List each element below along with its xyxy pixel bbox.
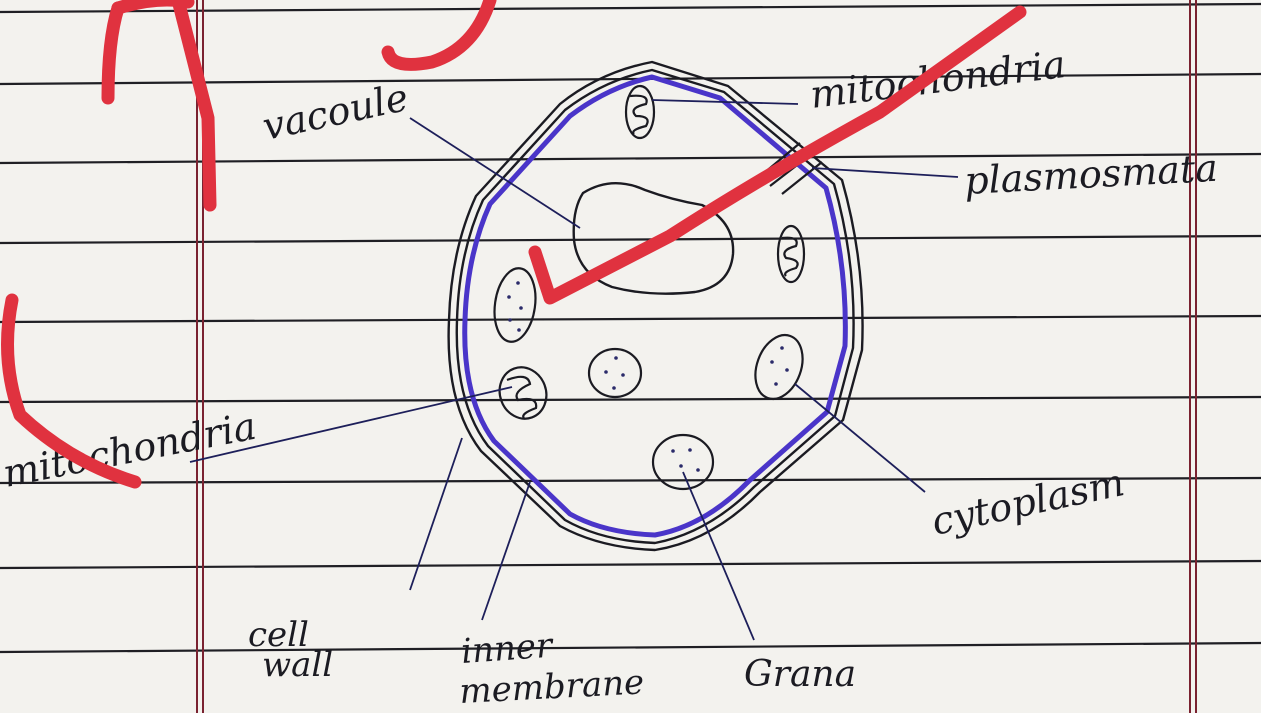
label-inner-membrane-line1: inner: [460, 626, 555, 672]
granum-dot: [604, 370, 608, 374]
granum-dot: [696, 468, 700, 472]
granum-dot: [774, 382, 778, 386]
granum-dot: [517, 328, 521, 332]
granum-dot: [770, 360, 774, 364]
granum-dot: [516, 281, 520, 285]
granum-dot: [612, 386, 616, 390]
granum-dot: [785, 368, 789, 372]
granum-dot: [508, 318, 512, 322]
label-grana: Grana: [744, 654, 856, 695]
granum-dot: [671, 449, 675, 453]
granum-dot: [519, 306, 523, 310]
granum-dot: [688, 448, 692, 452]
granum-dot: [780, 346, 784, 350]
granum-dot: [507, 295, 511, 299]
granum-dot: [614, 356, 618, 360]
granum-dot: [679, 464, 683, 468]
granum-dot: [621, 373, 625, 377]
label-cell-wall-line2: wall: [262, 645, 333, 685]
